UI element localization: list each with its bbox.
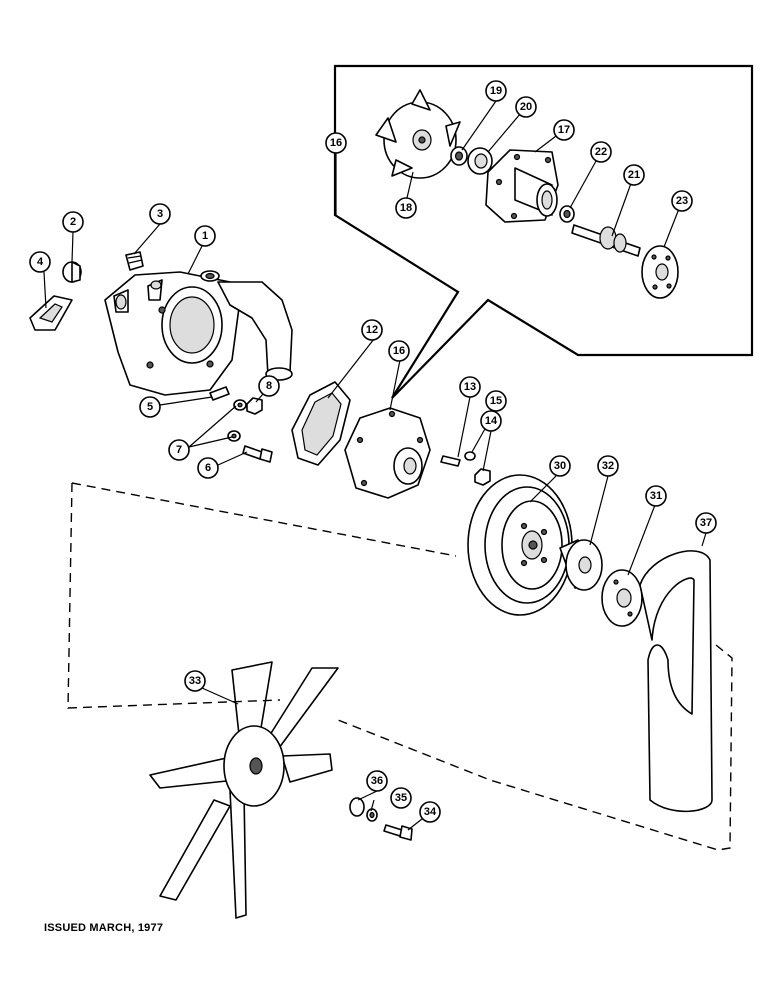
washers-7 bbox=[227, 399, 247, 442]
pump-body-16 bbox=[344, 407, 431, 499]
water-pump-housing-1 bbox=[104, 270, 293, 396]
svg-text:16: 16 bbox=[330, 137, 342, 149]
svg-text:6: 6 bbox=[205, 462, 211, 474]
svg-text:17: 17 bbox=[558, 124, 570, 136]
svg-text:30: 30 bbox=[554, 460, 566, 472]
callout-5: 5 bbox=[139, 396, 161, 418]
svg-text:15: 15 bbox=[490, 395, 502, 407]
svg-text:2: 2 bbox=[70, 216, 76, 228]
callout-6: 6 bbox=[197, 457, 219, 479]
callout-35: 35 bbox=[390, 787, 412, 809]
seal-20 bbox=[467, 147, 493, 175]
inset-frame bbox=[333, 64, 754, 399]
callout-4: 4 bbox=[29, 251, 51, 273]
callout-18: 18 bbox=[395, 197, 417, 219]
belt-routing-dashed-line bbox=[67, 482, 733, 851]
svg-text:3: 3 bbox=[157, 208, 163, 220]
bolt-34 bbox=[383, 824, 413, 841]
hub-23 bbox=[641, 245, 679, 299]
svg-text:37: 37 bbox=[700, 517, 712, 529]
callout-3: 3 bbox=[149, 203, 171, 225]
svg-text:33: 33 bbox=[189, 675, 201, 687]
callout-13: 13 bbox=[459, 376, 481, 398]
svg-text:7: 7 bbox=[176, 444, 182, 456]
svg-text:22: 22 bbox=[595, 146, 607, 158]
callout-17: 17 bbox=[553, 119, 575, 141]
svg-text:14: 14 bbox=[485, 415, 498, 427]
washer-36 bbox=[349, 797, 365, 817]
callout-14: 14 bbox=[480, 410, 502, 432]
fan-belt-37 bbox=[639, 550, 713, 813]
callout-30: 30 bbox=[549, 455, 571, 477]
callout-31: 31 bbox=[645, 485, 667, 507]
callout-34: 34 bbox=[419, 801, 441, 823]
bolt-6 bbox=[242, 445, 273, 463]
gasket-4 bbox=[29, 295, 73, 331]
callout-33: 33 bbox=[184, 670, 206, 692]
plug-3 bbox=[125, 251, 144, 271]
svg-text:35: 35 bbox=[395, 792, 407, 804]
svg-text:18: 18 bbox=[400, 202, 412, 214]
callout-32: 32 bbox=[597, 455, 619, 477]
washer-22 bbox=[559, 205, 575, 223]
spacer-32 bbox=[559, 539, 603, 591]
callout-36: 36 bbox=[366, 770, 388, 792]
callout-19: 19 bbox=[485, 80, 507, 102]
washer-15 bbox=[464, 451, 476, 461]
nut-8 bbox=[246, 397, 263, 415]
svg-text:32: 32 bbox=[602, 460, 614, 472]
callout-16-main: 16 bbox=[388, 340, 410, 362]
svg-text:16: 16 bbox=[393, 345, 405, 357]
spacer-31 bbox=[601, 569, 643, 627]
shaft-21 bbox=[571, 224, 641, 257]
callout-22: 22 bbox=[590, 141, 612, 163]
stud-13 bbox=[440, 455, 461, 467]
callout-7: 7 bbox=[168, 439, 190, 461]
svg-text:36: 36 bbox=[371, 775, 383, 787]
issued-date-label: ISSUED MARCH, 1977 bbox=[44, 922, 164, 934]
callout-1: 1 bbox=[194, 225, 216, 247]
impeller bbox=[375, 89, 461, 179]
svg-text:12: 12 bbox=[366, 324, 378, 336]
pulley-30 bbox=[467, 474, 573, 616]
svg-text:21: 21 bbox=[628, 169, 640, 181]
svg-text:4: 4 bbox=[37, 256, 44, 268]
svg-text:1: 1 bbox=[202, 230, 208, 242]
seal-19 bbox=[450, 146, 468, 166]
callout-21: 21 bbox=[623, 164, 645, 186]
callout-16-inset: 16 bbox=[325, 132, 347, 154]
callout-8: 8 bbox=[258, 375, 280, 397]
svg-text:5: 5 bbox=[147, 401, 153, 413]
nut-14 bbox=[474, 468, 491, 486]
svg-text:23: 23 bbox=[676, 195, 688, 207]
callout-37: 37 bbox=[695, 512, 717, 534]
svg-text:20: 20 bbox=[520, 101, 532, 113]
callout-20: 20 bbox=[515, 96, 537, 118]
washer-35 bbox=[366, 808, 378, 822]
gasket-12 bbox=[291, 381, 351, 466]
callout-15: 15 bbox=[485, 390, 507, 412]
svg-text:13: 13 bbox=[464, 381, 476, 393]
svg-text:19: 19 bbox=[490, 85, 502, 97]
callout-2: 2 bbox=[62, 211, 84, 233]
plug-2 bbox=[62, 261, 82, 283]
callout-12: 12 bbox=[361, 319, 383, 341]
callout-23: 23 bbox=[671, 190, 693, 212]
pump-body-17 bbox=[485, 149, 559, 223]
svg-text:34: 34 bbox=[424, 806, 437, 818]
svg-text:31: 31 bbox=[650, 490, 662, 502]
fan-blade-33 bbox=[149, 661, 339, 919]
svg-text:8: 8 bbox=[266, 380, 272, 392]
bolt-5 bbox=[209, 386, 230, 401]
